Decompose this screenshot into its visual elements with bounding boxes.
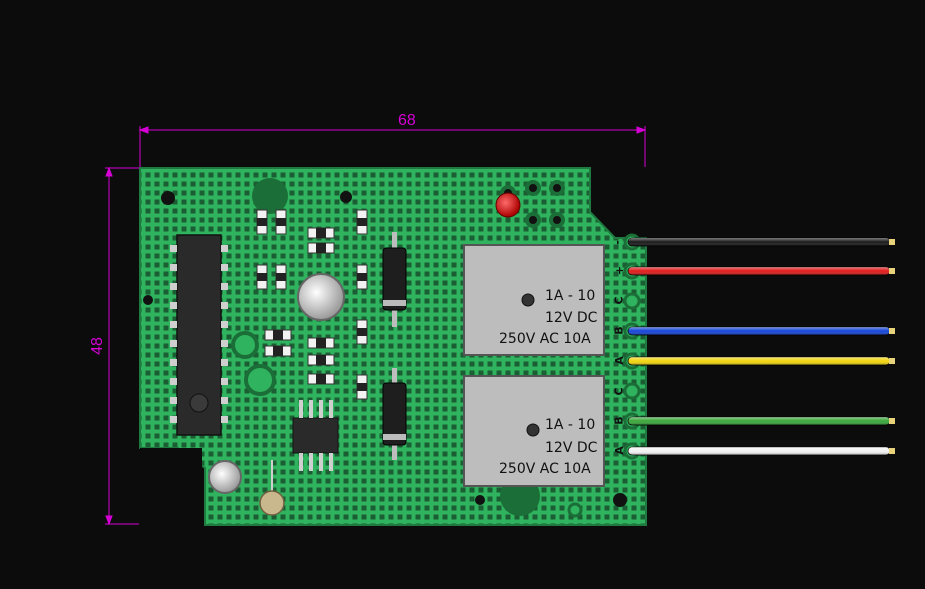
relay-1 [463,244,605,356]
dip-pin [170,321,177,328]
soic-pin [319,400,323,418]
soic-pin [309,400,313,418]
smd-resistor [307,242,335,254]
soic-pin [299,400,303,418]
pin-label-c1: C [612,296,626,305]
relay-1-rating: 250V AC 10A [499,331,591,347]
wires [627,237,895,456]
soic-ic [292,400,339,471]
dip-pin [221,340,228,347]
pin-label-c2: C [612,387,626,396]
relay-2 [463,375,605,487]
header-pads [500,180,565,228]
relay-2-model: 1A - 10 [545,417,596,433]
dip-pin [221,378,228,385]
pin-label-b2: B [612,416,626,425]
soic-pin [309,453,313,471]
relay-1-model: 1A - 10 [545,288,596,304]
dip-pin [170,245,177,252]
smd-resistor [356,264,368,290]
diode-1 [382,232,407,327]
wire [627,356,895,366]
wire [627,446,895,456]
dip-pin [221,321,228,328]
dip-pin [221,302,228,309]
trimmer [259,460,285,516]
soic-pin [319,453,323,471]
dip-pin [170,359,177,366]
pin-label-a1: A [612,356,626,365]
soic-pin [299,453,303,471]
pin-label-minus: - [610,240,624,245]
dip-pin [221,264,228,271]
dip-pin [170,302,177,309]
dip-pin [221,245,228,252]
terminal-pad [623,292,641,310]
smd-resistor [307,227,335,239]
wire [627,416,895,426]
wire [627,326,895,336]
height-dimension-label: 48 [88,337,106,355]
smd-resistor [356,209,368,235]
smd-resistors [256,209,368,400]
smd-resistor [307,337,335,349]
terminal-pad [623,382,641,400]
dip-pin [170,283,177,290]
smd-resistor [307,373,335,385]
dip-pin [170,264,177,271]
dip-pin [170,397,177,404]
relay-2-rating: 250V AC 10A [499,461,591,477]
relay-2-coil: 12V DC [545,440,598,456]
smd-resistor [275,209,287,235]
smd-resistor [256,264,268,290]
relay-1-coil: 12V DC [545,310,598,326]
dip-pin [221,397,228,404]
dip-pin [170,340,177,347]
soic-pin [329,400,333,418]
diode-2 [382,368,407,460]
width-dimension-label: 68 [398,112,416,129]
dip-pin [170,416,177,423]
pin-label-b1: B [612,326,626,335]
smd-resistor [264,345,292,357]
dip-ic [170,234,228,436]
soic-pin [329,453,333,471]
smd-resistor [356,374,368,400]
dip-pin [221,283,228,290]
dip-pin [170,378,177,385]
smd-resistor [307,354,335,366]
dip-pin [221,359,228,366]
wire [627,237,895,247]
dimension-lines [105,126,647,526]
smd-resistor [264,329,292,341]
capacitor-small [208,460,242,494]
pin-label-plus: + [613,265,627,276]
pin-label-a2: A [612,446,626,455]
smd-resistor [256,209,268,235]
led-red [495,192,521,218]
smd-resistor [356,319,368,345]
wire [627,266,895,276]
dip-pin [221,416,228,423]
smd-resistor [275,264,287,290]
capacitor-large [297,273,345,321]
